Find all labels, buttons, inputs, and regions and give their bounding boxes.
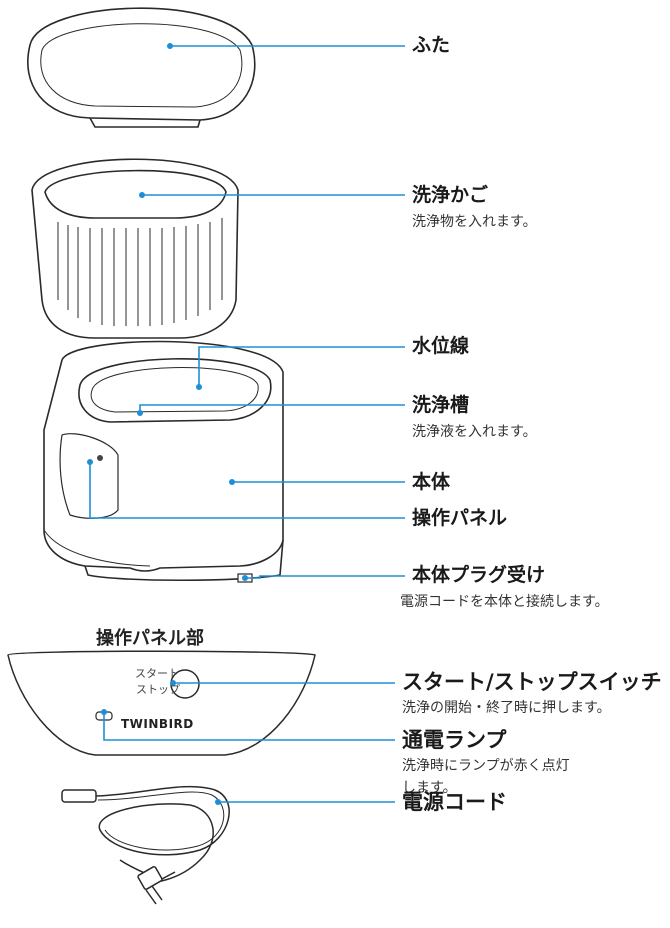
label-plug: 本体プラグ受け	[412, 564, 546, 586]
panel-closeup	[7, 650, 316, 756]
body-illustration	[43, 340, 284, 583]
section-heading: 操作パネル部	[96, 628, 204, 649]
label-body: 本体	[412, 471, 451, 493]
label-lamp: 通電ランプ	[402, 728, 507, 752]
label-lid: ふた	[412, 34, 451, 56]
cord-illustration	[61, 785, 230, 905]
desc-tank: 洗浄液を入れます。	[412, 424, 537, 440]
label-basket: 洗浄かご	[412, 184, 489, 206]
label-switch: スタート/ストップスイッチ	[402, 670, 662, 694]
panel-start-text: スタート	[135, 667, 179, 680]
desc-plug: 電源コードを本体と接続します。	[400, 594, 609, 610]
leader-lines	[87, 43, 405, 805]
desc-lamp-2: します。	[402, 780, 457, 796]
basket-illustration	[31, 158, 239, 339]
lid-illustration	[27, 7, 256, 128]
label-cord: 電源コード	[402, 790, 507, 814]
panel-brand: TWINBIRD	[121, 717, 194, 731]
desc-basket: 洗浄物を入れます。	[412, 214, 537, 230]
label-panel: 操作パネル	[412, 507, 508, 529]
desc-lamp-1: 洗浄時にランプが赤く点灯	[402, 758, 570, 774]
panel-stop-text: ストップ	[136, 683, 180, 696]
desc-switch: 洗浄の開始・終了時に押します。	[402, 700, 611, 716]
label-water-line: 水位線	[412, 335, 470, 357]
label-tank: 洗浄槽	[412, 394, 470, 416]
